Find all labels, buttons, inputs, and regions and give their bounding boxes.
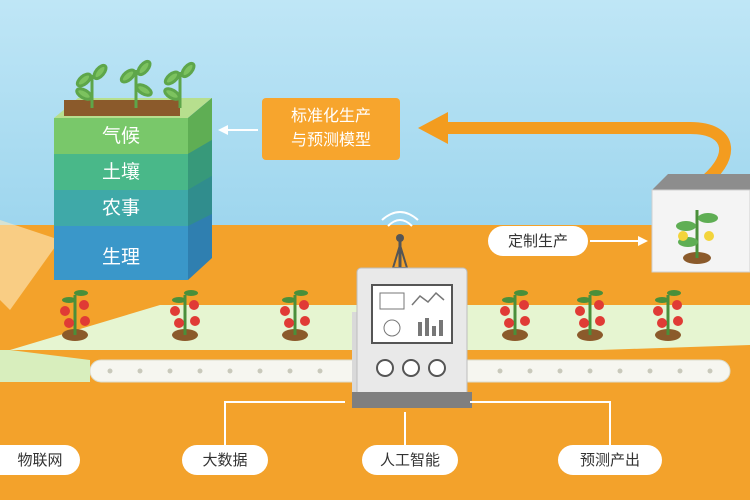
layer-label-agri: 农事 <box>101 197 140 219</box>
sprout-pot-icon <box>651 174 750 273</box>
antenna-icon <box>387 219 413 227</box>
model-callout: 标准化生产 与预测模型 <box>262 98 400 160</box>
arrow-icon <box>638 236 648 246</box>
iot-label: 物联网 <box>0 445 80 475</box>
big-data-label: 大数据 <box>182 445 268 475</box>
conveyor-rivets <box>107 368 713 374</box>
custom-production-label: 定制生产 <box>488 226 588 256</box>
tomato-plant-icon <box>60 290 683 341</box>
connector-lines <box>224 401 611 445</box>
seedling-icon <box>75 59 196 108</box>
light-beam <box>0 220 60 310</box>
layer-label-soil: 土壤 <box>101 161 140 183</box>
forecast-label: 预测产出 <box>558 445 662 475</box>
layer-label-physio: 生理 <box>101 246 140 268</box>
arrow-icon <box>418 112 448 144</box>
layer-label-climate: 气候 <box>101 125 140 147</box>
arrow-icon <box>218 125 228 135</box>
ai-machine-icon <box>352 211 472 408</box>
conveyor-left <box>0 350 90 382</box>
data-box <box>54 98 212 280</box>
ai-label: 人工智能 <box>362 445 458 475</box>
